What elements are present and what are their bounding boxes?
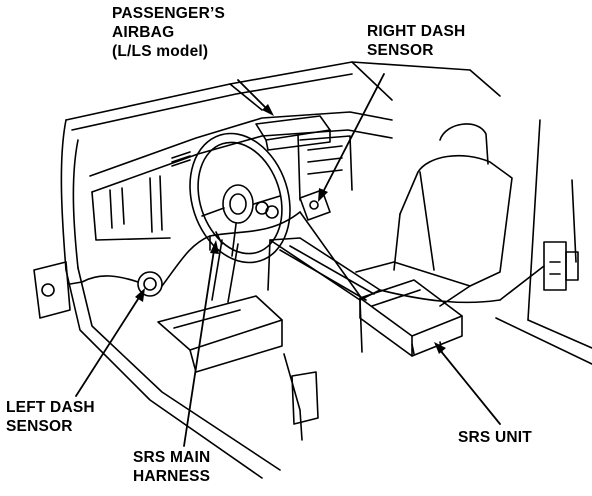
left-dash-sensor-leader-arrow [75,288,145,397]
left-harness-connector [137,271,163,297]
center-console [267,237,381,353]
right-dash-sensor-label: RIGHT DASH SENSOR [367,22,465,60]
left-dash-sensor-label-line2: SENSOR [6,418,73,435]
driver-seat [157,295,283,373]
right-dash-sensor-label-line2: SENSOR [367,42,434,59]
windshield-frame [65,61,501,131]
passenger-airbag-label-line3: (L/LS model) [112,43,209,60]
srs-main-harness-label-line2: HARNESS [133,468,211,485]
srs-unit-leader-arrow [434,342,501,425]
srs-unit-label-line1: SRS UNIT [458,429,532,446]
srs-unit-module [359,279,463,357]
passenger-airbag-label: PASSENGER’S AIRBAG (L/LS model) [112,4,225,61]
passenger-airbag-label-line2: AIRBAG [112,24,175,41]
srs-main-harness-wires [81,211,545,304]
right-dash-sensor-leader-arrow [318,73,385,202]
steering-column [211,239,239,303]
srs-unit-label: SRS UNIT [458,428,532,447]
passenger-seat [355,123,513,307]
left-dash-sensor [33,261,83,319]
left-dash-sensor-label-line1: LEFT DASH [6,399,95,416]
srs-main-harness-leader-arrow [183,240,219,447]
right-dash-sensor-label-line1: RIGHT DASH [367,23,466,40]
srs-main-harness-label: SRS MAIN HARNESS [133,448,210,486]
passenger-airbag-module [255,115,331,151]
left-door-opening [60,119,281,479]
dashboard [89,111,393,241]
steering-wheel [189,132,291,264]
right-door-frame [495,119,592,365]
left-dash-sensor-label: LEFT DASH SENSOR [6,398,95,436]
passenger-airbag-label-line1: PASSENGER’S [112,5,226,22]
right-dash-sensor [299,189,331,221]
floor-lines [283,353,319,441]
right-side-connector [543,241,579,291]
airbag-leader-arrow [237,79,274,116]
srs-main-harness-label-line1: SRS MAIN [133,449,211,466]
